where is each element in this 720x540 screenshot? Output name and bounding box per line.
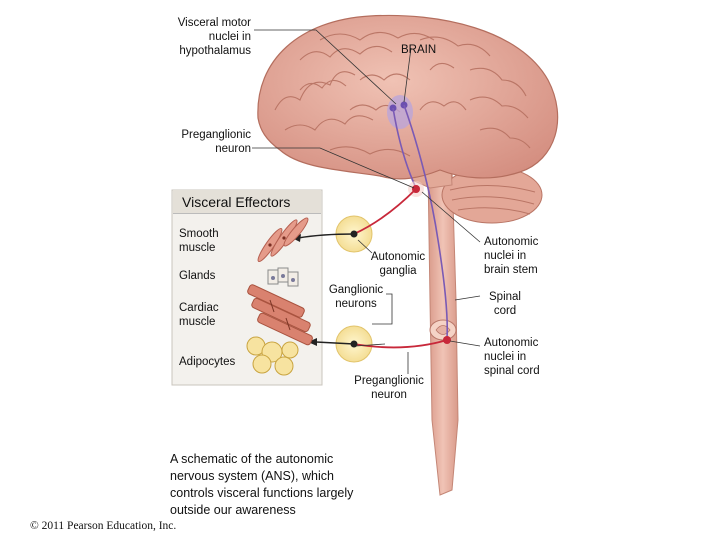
label-autonomic-nuclei-spinal-cord: Autonomic nuclei in spinal cord: [484, 337, 540, 377]
ganglionic-axon-upper: [297, 233, 355, 239]
preganglionic-axon-upper: [353, 188, 417, 235]
smooth-muscle-cells: [257, 217, 309, 263]
ganglionic-axon-lower: [315, 341, 355, 345]
hypothalamus-nuclei: [387, 95, 413, 129]
caption: A schematic of the autonomic nervous sys…: [170, 452, 354, 517]
leader-lines: [252, 29, 481, 374]
cerebrum: [257, 14, 559, 180]
copyright: © 2011 Pearson Education, Inc.: [30, 520, 177, 532]
cardiac-muscle-cells: [247, 284, 313, 346]
gland-cells: [267, 267, 299, 287]
gyri: [274, 31, 531, 157]
label-visceral-motor-nuclei: Visceral motor nuclei in hypothalamus: [177, 17, 251, 57]
label-brain: BRAIN: [401, 44, 437, 56]
effector-smooth-muscle: Smooth muscle: [179, 228, 219, 254]
effector-glands: Glands: [179, 270, 216, 282]
label-autonomic-ganglia: Autonomic ganglia: [370, 251, 426, 277]
effector-adipocytes: Adipocytes: [179, 356, 236, 368]
label-autonomic-nuclei-brain-stem: Autonomic nuclei in brain stem: [484, 236, 539, 276]
label-ganglionic-neurons: Ganglionic neurons: [328, 284, 384, 310]
effector-cardiac-muscle: Cardiac muscle: [179, 302, 219, 328]
effectors-title: Visceral Effectors: [173, 190, 321, 214]
label-preganglionic-bottom: Preganglionic neuron: [354, 375, 424, 401]
label-preganglionic-top: Preganglionic neuron: [181, 129, 251, 155]
label-spinal-cord: Spinal cord: [489, 291, 521, 317]
adipocyte-cells: [246, 336, 299, 376]
